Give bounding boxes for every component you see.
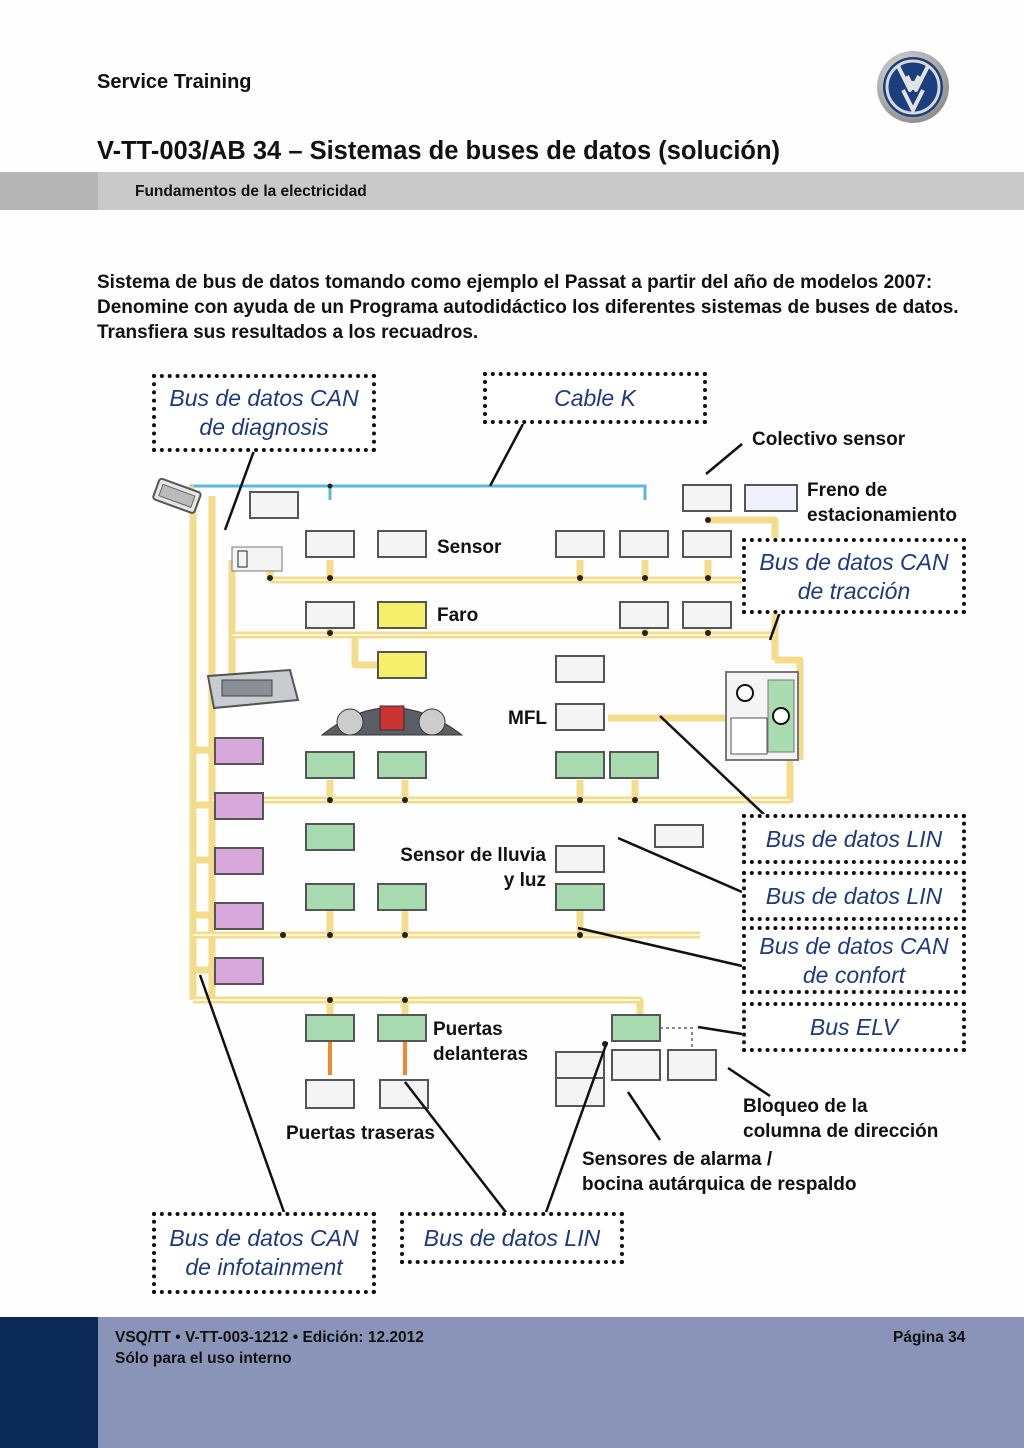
- answer-can-confort-line1: Bus de datos CAN: [759, 933, 949, 959]
- label-mfl: MFL: [508, 708, 548, 729]
- leader-lines: [198, 423, 782, 1216]
- answer-elv-text: Bus ELV: [809, 1014, 899, 1040]
- section-bar-accent: [0, 172, 98, 210]
- label-alarma-1: Sensores de alarma /: [582, 1149, 773, 1170]
- answer-lin-3: Bus de datos LIN: [400, 1212, 624, 1264]
- label-puertas-del-2: delanteras: [433, 1044, 529, 1065]
- answer-elv: Bus ELV: [742, 1002, 966, 1052]
- footer: VSQ/TT • V-TT-003-1212 • Edición: 12.201…: [0, 1317, 1024, 1448]
- traction-module: [725, 671, 799, 761]
- answer-can-diagnosis-line2: de diagnosis: [199, 414, 329, 440]
- answer-lin-2: Bus de datos LIN: [742, 871, 966, 921]
- label-faro: Faro: [437, 605, 479, 626]
- label-puertas-del-1: Puertas: [433, 1019, 503, 1040]
- page-title: V-TT-003/AB 34 – Sistemas de buses de da…: [97, 137, 781, 165]
- obd-connector: [152, 477, 202, 514]
- answer-can-confort: Bus de datos CAN de confort: [742, 926, 966, 994]
- label-sensor: Sensor: [437, 537, 502, 558]
- footer-doc-id: VSQ/TT • V-TT-003-1212 • Edición: 12.201…: [115, 1329, 424, 1346]
- elv-dotted: [660, 1027, 693, 1052]
- answer-lin-3-text: Bus de datos LIN: [423, 1225, 601, 1251]
- label-bloqueo-1: Bloqueo de la: [743, 1096, 868, 1117]
- label-bloqueo-2: columna de dirección: [743, 1121, 939, 1142]
- answer-can-traccion-line2: de tracción: [797, 578, 911, 604]
- answer-can-infotainment: Bus de datos CAN de infotainment: [152, 1212, 376, 1294]
- section-title: Fundamentos de la electricidad: [135, 183, 367, 200]
- answer-can-diagnosis-line1: Bus de datos CAN: [169, 385, 359, 411]
- answer-can-diagnosis: Bus de datos CAN de diagnosis: [152, 374, 376, 452]
- footer-accent: [0, 1317, 98, 1448]
- instrument-cluster: [320, 705, 464, 736]
- yellow-bus-inner: [193, 579, 790, 1001]
- answer-can-confort-line2: de confort: [802, 962, 906, 988]
- answer-can-traccion: Bus de datos CAN de tracción: [742, 538, 966, 614]
- relay-box: [231, 546, 283, 572]
- answer-lin-1-text: Bus de datos LIN: [765, 826, 943, 852]
- footer-internal-use: Sólo para el uso interno: [115, 1350, 292, 1367]
- ecu-blocks: [214, 484, 798, 1109]
- answer-can-infotainment-line2: de infotainment: [185, 1254, 343, 1280]
- answer-cable-k: Cable K: [483, 372, 707, 424]
- gateway-ecu: [206, 668, 300, 710]
- answer-lin-2-text: Bus de datos LIN: [765, 883, 943, 909]
- answer-lin-1: Bus de datos LIN: [742, 814, 966, 864]
- service-training-label: Service Training: [97, 71, 252, 93]
- label-lluvia-2: y luz: [503, 870, 546, 891]
- answer-can-infotainment-line1: Bus de datos CAN: [169, 1225, 359, 1251]
- label-freno-2: estacionamiento: [807, 505, 957, 526]
- answer-can-traccion-line1: Bus de datos CAN: [759, 549, 949, 575]
- vw-logo: [877, 51, 949, 123]
- section-bar: Fundamentos de la electricidad: [0, 172, 1024, 210]
- label-lluvia-1: Sensor de lluvia: [400, 845, 546, 866]
- label-alarma-2: bocina autárquica de respaldo: [582, 1174, 857, 1195]
- answer-cable-k-text: Cable K: [554, 385, 636, 411]
- instructions: Sistema de bus de datos tomando como eje…: [97, 272, 959, 343]
- orange-lin: [328, 1042, 407, 1075]
- footer-page-number: Página 34: [893, 1329, 966, 1346]
- label-freno-1: Freno de: [807, 480, 888, 501]
- label-colectivo-sensor: Colectivo sensor: [752, 429, 906, 450]
- label-puertas-traseras: Puertas traseras: [286, 1123, 435, 1144]
